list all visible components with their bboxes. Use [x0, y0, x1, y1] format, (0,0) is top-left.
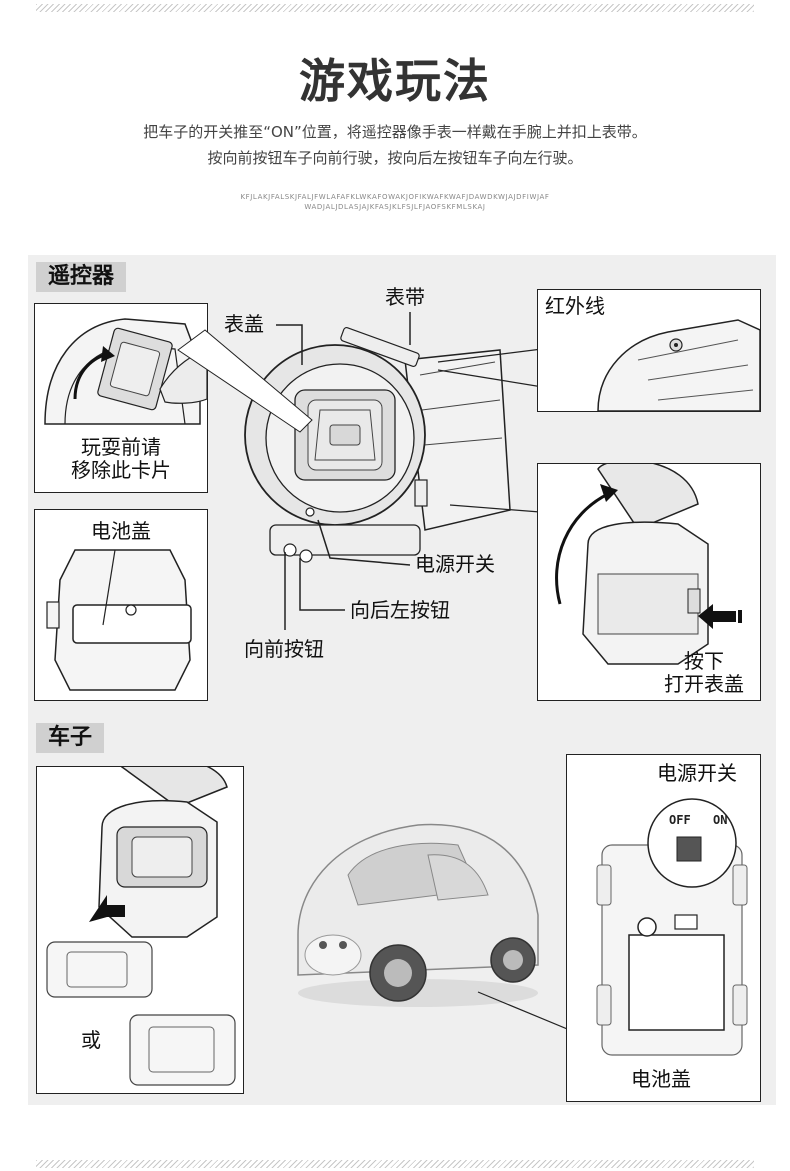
car-battery-cover-label: 电池盖 — [631, 1068, 691, 1091]
bottom-divider — [36, 1160, 754, 1168]
on-label: ON — [713, 813, 727, 827]
off-label: OFF — [669, 813, 691, 827]
car-underside-illustration — [567, 755, 760, 1101]
car-underside-box: 电源开关 OFF ON 电池盖 — [566, 754, 761, 1102]
